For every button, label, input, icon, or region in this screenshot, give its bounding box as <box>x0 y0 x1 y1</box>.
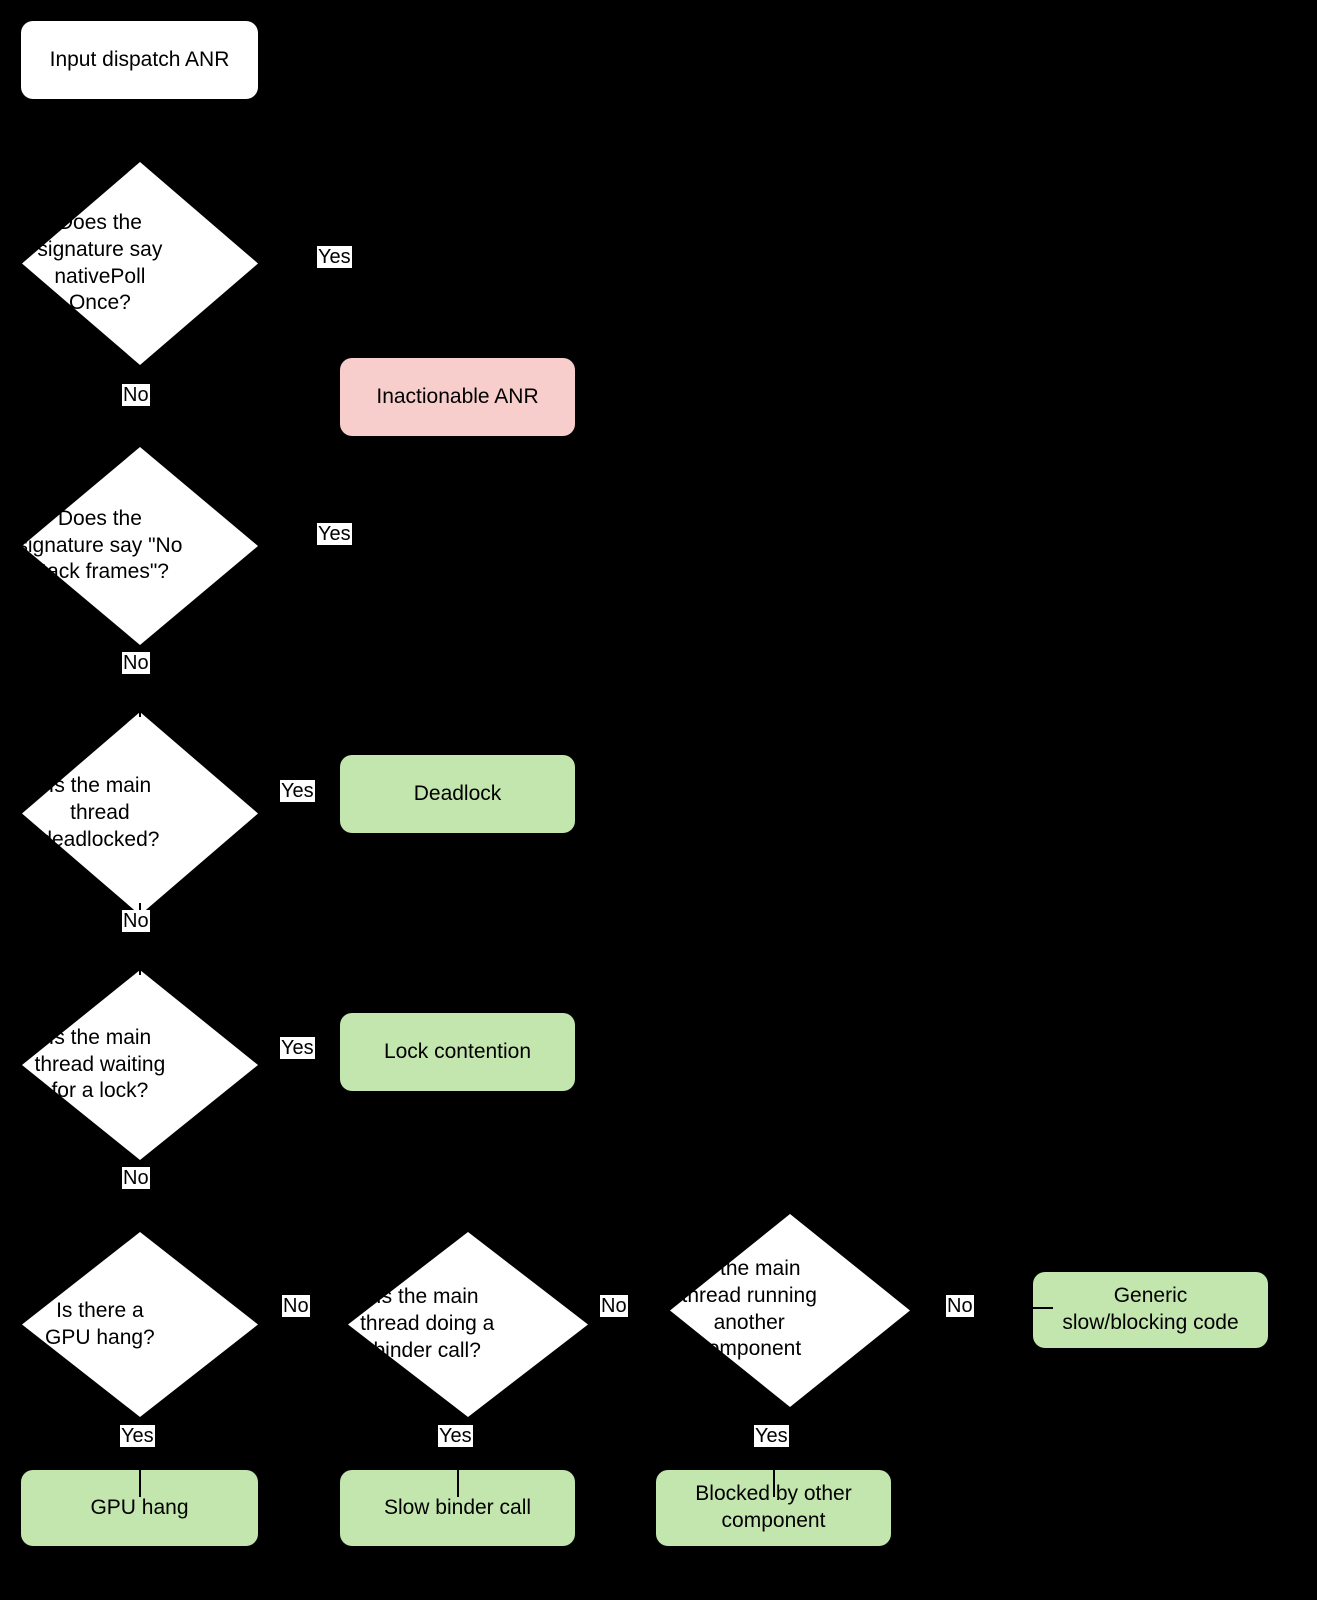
edge-label-d2-no: No <box>122 652 150 675</box>
node-label: Slow binder call <box>383 1495 532 1519</box>
node-label: Does the signature say "No stack frames"… <box>17 506 183 584</box>
edge-d5-yes-to-gpu <box>139 1417 141 1497</box>
edge-d3-no-to-d4 <box>139 903 141 975</box>
node-label: Deadlock <box>413 781 502 805</box>
node-generic-slow-blocking-code[interactable]: Generic slow/blocking code <box>1033 1272 1268 1348</box>
node-label: Is there a GPU hang? <box>45 1298 155 1349</box>
node-label: Is the main thread deadlocked? <box>40 774 160 851</box>
edge-d1-yes-to-inactionable <box>258 262 458 264</box>
edge-d7-no-to-generic <box>910 1307 1053 1309</box>
node-deadlock[interactable]: Deadlock <box>340 755 575 833</box>
node-label: Inactionable ANR <box>376 384 539 408</box>
node-label: Is the main thread running another compo… <box>681 1256 817 1361</box>
edge-d7-yes-to-blocked <box>773 1417 775 1497</box>
node-lock-contention[interactable]: Lock contention <box>340 1013 575 1091</box>
edge-label-d6-yes: Yes <box>438 1425 473 1448</box>
node-label: Is the main thread doing a binder call? <box>360 1285 495 1362</box>
node-label: Does the signature say nativePoll Once? <box>37 210 163 315</box>
node-decision-binder-call[interactable]: Is the main thread doing a binder call? <box>348 1232 588 1417</box>
edge-label-d1-no: No <box>122 384 150 407</box>
edge-label-d7-yes: Yes <box>754 1425 789 1448</box>
edge-d2-yes <box>258 545 378 547</box>
edge-label-d3-yes: Yes <box>280 780 315 803</box>
edge-label-d4-yes: Yes <box>280 1037 315 1060</box>
node-decision-no-stack-frames[interactable]: Does the signature say "No stack frames"… <box>17 447 258 645</box>
node-decision-main-thread-waiting-lock[interactable]: Is the main thread waiting for a lock? <box>22 970 258 1160</box>
edge-label-d5-yes: Yes <box>120 1425 155 1448</box>
node-label: GPU hang <box>90 1495 189 1519</box>
node-decision-running-another-component[interactable]: Is the main thread running another compo… <box>670 1214 910 1407</box>
edge-label-d4-no: No <box>122 1167 150 1190</box>
node-label: Is the main thread waiting for a lock? <box>34 1025 166 1103</box>
node-label: Blocked by other component <box>695 1482 852 1532</box>
edge-label-d1-yes: Yes <box>317 246 352 269</box>
node-decision-gpu-hang[interactable]: Is there a GPU hang? <box>22 1232 258 1417</box>
edge-label-d2-yes: Yes <box>317 523 352 546</box>
edge-d2-no-to-d3 <box>139 645 141 717</box>
node-input-dispatch-anr[interactable]: Input dispatch ANR <box>21 21 258 99</box>
node-label: Generic slow/blocking code <box>1062 1284 1239 1334</box>
node-label: Input dispatch ANR <box>49 47 230 71</box>
edge-start-to-d1 <box>139 99 141 162</box>
edge-label-d7-no: No <box>946 1295 974 1318</box>
node-decision-nativepolonce[interactable]: Does the signature say nativePoll Once? <box>22 162 258 365</box>
edge-label-d6-no: No <box>600 1295 628 1318</box>
edge-d1-yes-drop <box>457 262 459 358</box>
edge-label-d3-no: No <box>122 910 150 933</box>
node-decision-main-thread-deadlocked[interactable]: Is the main thread deadlocked? <box>22 712 258 915</box>
edge-d4-no-to-d5 <box>139 1160 141 1232</box>
edge-label-d5-no: No <box>282 1295 310 1318</box>
node-label: Lock contention <box>383 1039 532 1063</box>
edge-d6-no-to-d7 <box>588 1307 670 1309</box>
edge-d6-yes-to-binder <box>457 1417 459 1497</box>
node-inactionable-anr[interactable]: Inactionable ANR <box>340 358 575 436</box>
